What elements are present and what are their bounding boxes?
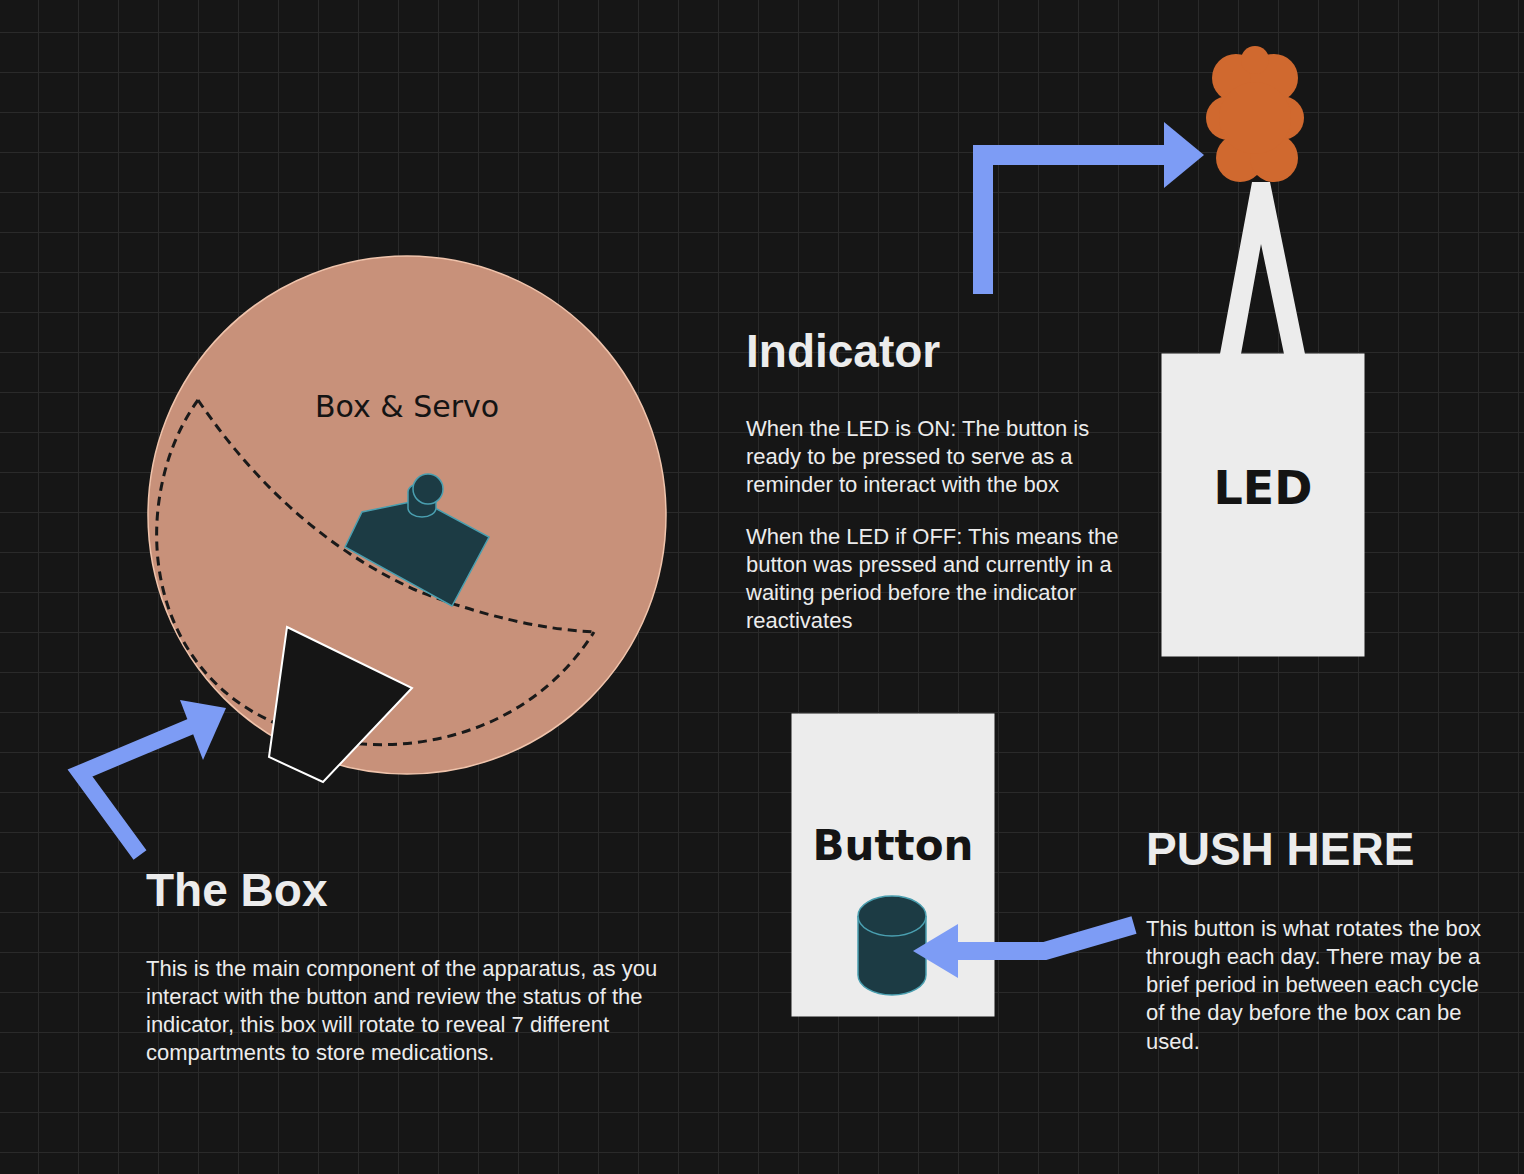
- arrow-head: [1164, 122, 1204, 188]
- led-bulb: [1206, 46, 1304, 182]
- pointer-arrow: [80, 726, 192, 855]
- node-label: LED: [1162, 462, 1364, 515]
- pointer-arrow: [958, 925, 1134, 951]
- section-heading: The Box: [146, 864, 566, 917]
- section-heading: Indicator: [746, 325, 1166, 378]
- rect-shape: [1162, 354, 1364, 656]
- led-box: LED: [1162, 354, 1364, 656]
- servo-box-circle-outline: [147, 255, 667, 775]
- node-label: Button: [792, 822, 994, 870]
- button-box: Button: [792, 714, 994, 1016]
- push-button-top: [858, 896, 926, 936]
- servo-horn: [413, 474, 443, 504]
- servo-box-circle: Box & Servo: [147, 255, 667, 775]
- description-text: When the LED if OFF: This means the butt…: [746, 523, 1146, 636]
- pointer-arrow: [983, 155, 1168, 294]
- circle-shape: [148, 256, 666, 774]
- box-opening: [269, 627, 412, 782]
- led-leads: [1220, 182, 1305, 354]
- rect-shape: [792, 714, 994, 1016]
- arrow-head: [180, 700, 226, 760]
- arrow-head: [913, 924, 958, 978]
- description-text: This is the main component of the appara…: [146, 955, 676, 1068]
- description-text: This button is what rotates the box thro…: [1146, 915, 1502, 1056]
- description-text: When the LED is ON: The button is ready …: [746, 415, 1146, 499]
- compartment-divider: [198, 400, 594, 632]
- section-heading: PUSH HERE: [1146, 823, 1506, 876]
- node-label: Box & Servo: [147, 390, 667, 425]
